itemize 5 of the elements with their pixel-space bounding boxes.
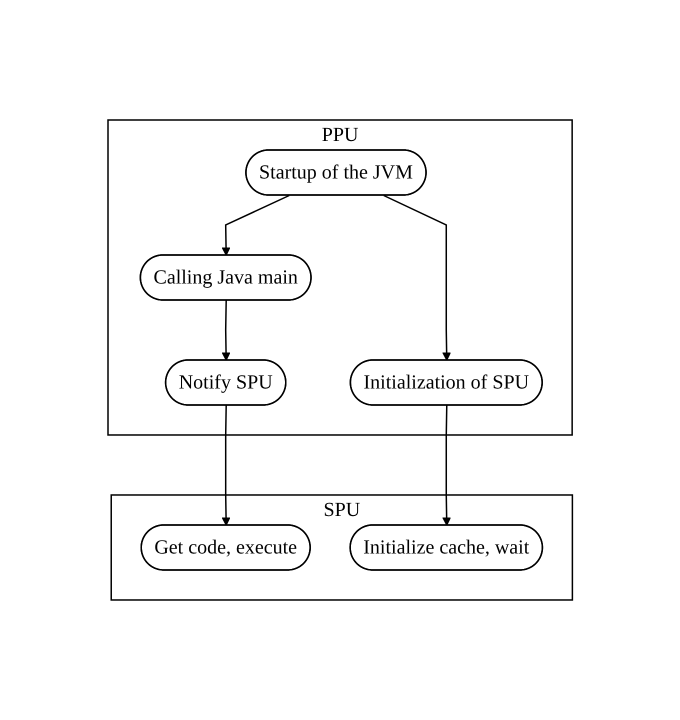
arrow: [442, 405, 451, 526]
arrow: [221, 194, 290, 256]
arrow: [221, 300, 230, 361]
arrow: [221, 405, 230, 526]
arrow: [383, 194, 451, 361]
